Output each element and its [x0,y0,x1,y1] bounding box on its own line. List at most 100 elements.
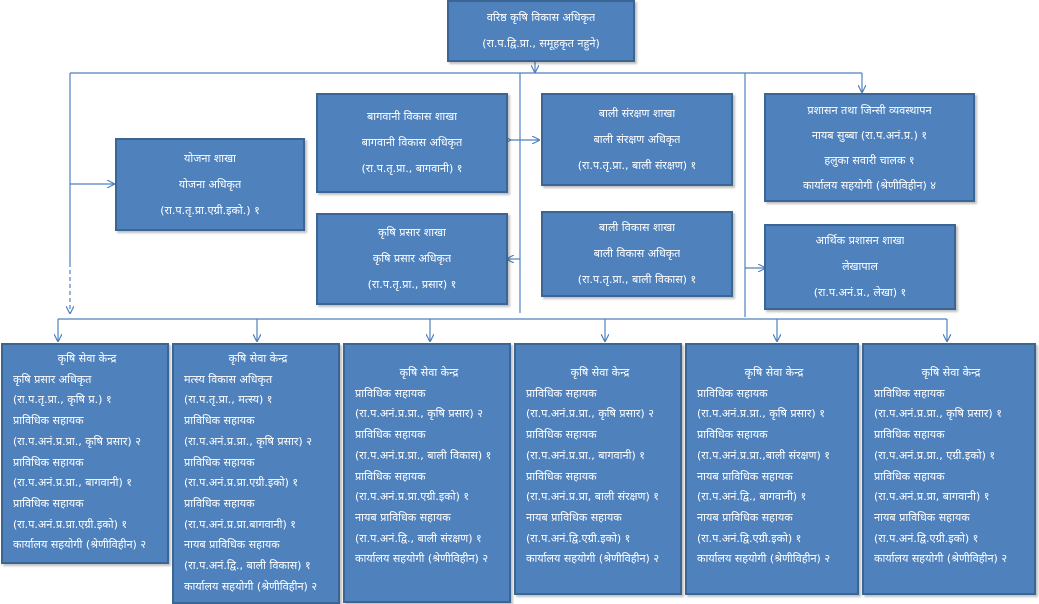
service-center-line: नायब प्राविधिक सहायक [874,510,970,524]
service-center-title: कृषि सेवा केन्द्र [744,366,804,379]
service-center-line: प्राविधिक सहायक [355,386,426,400]
service-center-2: कृषि सेवा केन्द्र मत्स्य विकास अधिकृत (र… [172,343,340,604]
service-center-line: (रा.प.अनं.प्र.प्रा.,बाली संरक्षण) १ [697,448,830,462]
bali-vikas-title: बाली विकास शाखा [598,221,676,234]
service-center-line: (रा.प.अनं.प्र.प्रा., कृषि प्रसार) १ [697,407,825,421]
yojana-section-box: योजना शाखा योजना अधिकृत (रा.प.तृ.प्रा.एग… [115,138,305,231]
service-center-line: प्राविधिक सहायक [355,469,426,483]
service-center-4: कृषि सेवा केन्द्र प्राविधिक सहायक (रा.प.… [514,343,682,595]
arthik-post: लेखापाल [842,260,878,273]
service-center-title: कृषि सेवा केन्द्र [921,366,981,379]
service-center-line: कार्यालय सहयोगी (श्रेणीविहीन) २ [13,538,147,552]
service-center-line: (रा.प.अनं.प्र.प्रा., बाली विकास) १ [355,448,492,462]
bagwani-post: बागवानी विकास अधिकृत [361,136,463,149]
senior-officer-box: वरिष्ठ कृषि विकास अधिकृत (रा.प.द्वि.प्रा… [447,0,635,62]
service-center-line: (रा.प.अनं.प्र.प्रा., बागवानी) १ [526,448,645,462]
service-center-line: (रा.प.अनं.द्वि.एग्री.इको) १ [526,531,631,545]
service-center-line: (रा.प.तृ.प्रा., कृषि प्र.) १ [13,393,112,407]
service-center-line: (रा.प.अनं.द्वि., बाली विकास) १ [184,559,311,573]
bali-sanrakshan-count: (रा.प.तृ.प्रा., बाली संरक्षण) १ [577,158,697,172]
service-center-title: कृषि सेवा केन्द्र [399,366,459,379]
service-center-line: प्राविधिक सहायक [874,386,945,400]
service-center-line: प्राविधिक सहायक [526,469,597,483]
service-center-line: (रा.प.अनं.प्र.प्रा., कृषि प्रसार) १ [874,407,1002,421]
service-center-line: प्राविधिक सहायक [697,386,768,400]
yojana-title: योजना शाखा [183,151,237,165]
prashasan-section-box: प्रशासन तथा जिन्सी व्यवस्थापन नायब सुब्ब… [764,93,975,202]
bali-vikas-section-box: बाली विकास शाखा बाली विकास अधिकृत (रा.प.… [541,211,733,297]
service-center-line: (रा.प.अनं.द्वि.एग्री.इको) १ [874,531,979,545]
service-center-line: नायब प्राविधिक सहायक [355,510,451,524]
service-center-line: कार्यालय सहयोगी (श्रेणीविहीन) २ [355,552,489,566]
service-center-line: (रा.प.अनं.प्र.प्रा.एग्री.इको) १ [184,476,299,490]
service-center-line: (रा.प.अनं.प्र.प्रा, बागवानी) १ [874,490,990,504]
service-center-line: नायब प्राविधिक सहायक [526,510,622,524]
service-center-line: नायब प्राविधिक सहायक [184,538,280,552]
yojana-post: योजना अधिकृत [178,177,242,191]
service-center-line: (रा.प.अनं.प्र.प्रा., एग्री.इको) १ [874,448,996,462]
service-center-line: प्राविधिक सहायक [13,455,84,469]
service-center-line: प्राविधिक सहायक [874,469,945,483]
service-center-line: प्राविधिक सहायक [184,496,255,510]
service-center-line: (रा.प.अनं.द्वि., बागवानी) १ [697,490,807,504]
service-center-5: कृषि सेवा केन्द्र प्राविधिक सहायक (रा.प.… [685,343,859,595]
service-center-line: प्राविधिक सहायक [526,386,597,400]
service-center-line: कार्यालय सहयोगी (श्रेणीविहीन) २ [874,552,1008,566]
krishi-prasar-title: कृषि प्रसार शाखा [378,226,446,239]
service-center-title: कृषि सेवा केन्द्र [228,352,288,365]
prashasan-helper: कार्यालय सहयोगी (श्रेणीविहीन) ४ [802,178,937,192]
service-center-line: कृषि प्रसार अधिकृत [13,372,92,386]
arthik-count: (रा.प.अनं.प्र., लेखा) १ [813,286,907,299]
service-center-line: (रा.प.अनं.द्वि.एग्री.इको) १ [697,531,802,545]
service-center-6: कृषि सेवा केन्द्र प्राविधिक सहायक (रा.प.… [862,343,1036,595]
senior-officer-title: वरिष्ठ कृषि विकास अधिकृत [486,11,596,24]
arthik-title: आर्थिक प्रशासन शाखा [815,234,905,247]
arthik-section-box: आर्थिक प्रशासन शाखा लेखापाल (रा.प.अनं.प्… [764,224,956,310]
service-center-line: प्राविधिक सहायक [13,496,84,510]
service-center-line: मत्स्य विकास अधिकृत [184,372,273,386]
service-center-line: (रा.प.अनं.प्र.प्रा., कृषि प्रसार) २ [355,407,483,421]
prashasan-title: प्रशासन तथा जिन्सी व्यवस्थापन [807,103,932,117]
service-center-line: (रा.प.अनं.प्र.प्रा, बाली संरक्षण) १ [526,490,659,504]
bagwani-title: बागवानी विकास शाखा [366,110,458,123]
krishi-prasar-section-box: कृषि प्रसार शाखा कृषि प्रसार अधिकृत (रा.… [316,213,508,305]
service-center-line: (रा.प.अनं.प्र.प्रा., कृषि प्रसार) २ [184,434,312,448]
service-center-line: कार्यालय सहयोगी (श्रेणीविहीन) २ [697,552,831,566]
service-center-line: प्राविधिक सहायक [13,414,84,428]
service-center-line: प्राविधिक सहायक [526,428,597,442]
service-center-line: (रा.प.अनं.प्र.प्रा., कृषि प्रसार) २ [13,434,141,448]
service-center-line: (रा.प.अनं.द्वि., बाली संरक्षण) १ [355,531,482,545]
bagwani-section-box: बागवानी विकास शाखा बागवानी विकास अधिकृत … [316,93,508,193]
service-center-line: कार्यालय सहयोगी (श्रेणीविहीन) २ [526,552,660,566]
bali-sanrakshan-title: बाली संरक्षण शाखा [598,106,676,120]
bali-vikas-count: (रा.प.तृ.प्रा., बाली विकास) १ [577,273,697,286]
service-center-3: कृषि सेवा केन्द्र प्राविधिक सहायक (रा.प.… [343,343,511,603]
prashasan-driver: हलुका सवारी चालक १ [824,153,915,167]
service-center-line: प्राविधिक सहायक [874,428,945,442]
service-center-line: (रा.प.अनं.प्र.प्रा.बागवानी) १ [184,517,296,531]
service-center-line: प्राविधिक सहायक [355,428,426,442]
service-center-line: प्राविधिक सहायक [184,414,255,428]
service-center-line: (रा.प.अनं.प्र.प्रा.एग्री.इको) १ [13,517,128,531]
service-center-line: (रा.प.अनं.प्र.प्रा.एग्री.इको) १ [355,490,470,504]
senior-officer-subtitle: (रा.प.द्वि.प्रा., समूहकृत नहुने) [482,37,600,50]
service-center-title: कृषि सेवा केन्द्र [57,352,117,365]
service-center-line: नायब प्राविधिक सहायक [697,469,793,483]
prashasan-subba: नायब सुब्बा (रा.प.अनं.प्र.) १ [811,128,928,142]
bagwani-count: (रा.प.तृ.प्रा., बागवानी) १ [361,162,463,175]
service-center-line: प्राविधिक सहायक [184,455,255,469]
service-center-line: नायब प्राविधिक सहायक [697,510,793,524]
service-center-title: कृषि सेवा केन्द्र [570,366,630,379]
bali-sanrakshan-section-box: बाली संरक्षण शाखा बाली संरक्षण अधिकृत (र… [541,93,733,186]
service-center-line: प्राविधिक सहायक [697,428,768,442]
yojana-count: (रा.प.तृ.प्रा.एग्री.इको.) १ [160,203,260,217]
service-center-1: कृषि सेवा केन्द्र कृषि प्रसार अधिकृत (रा… [1,343,169,564]
service-center-line: (रा.प.अनं.प्र.प्रा., बागवानी) १ [13,476,132,490]
bali-vikas-post: बाली विकास अधिकृत [593,247,681,260]
service-center-line: (रा.प.अनं.प्र.प्रा., कृषि प्रसार) २ [526,407,654,421]
service-center-line: (रा.प.तृ.प्रा., मत्स्य) १ [184,393,273,407]
bali-sanrakshan-post: बाली संरक्षण अधिकृत [593,132,681,146]
krishi-prasar-count: (रा.प.तृ.प्रा., प्रसार) १ [367,278,457,291]
service-center-line: कार्यालय सहयोगी (श्रेणीविहीन) २ [184,579,318,593]
